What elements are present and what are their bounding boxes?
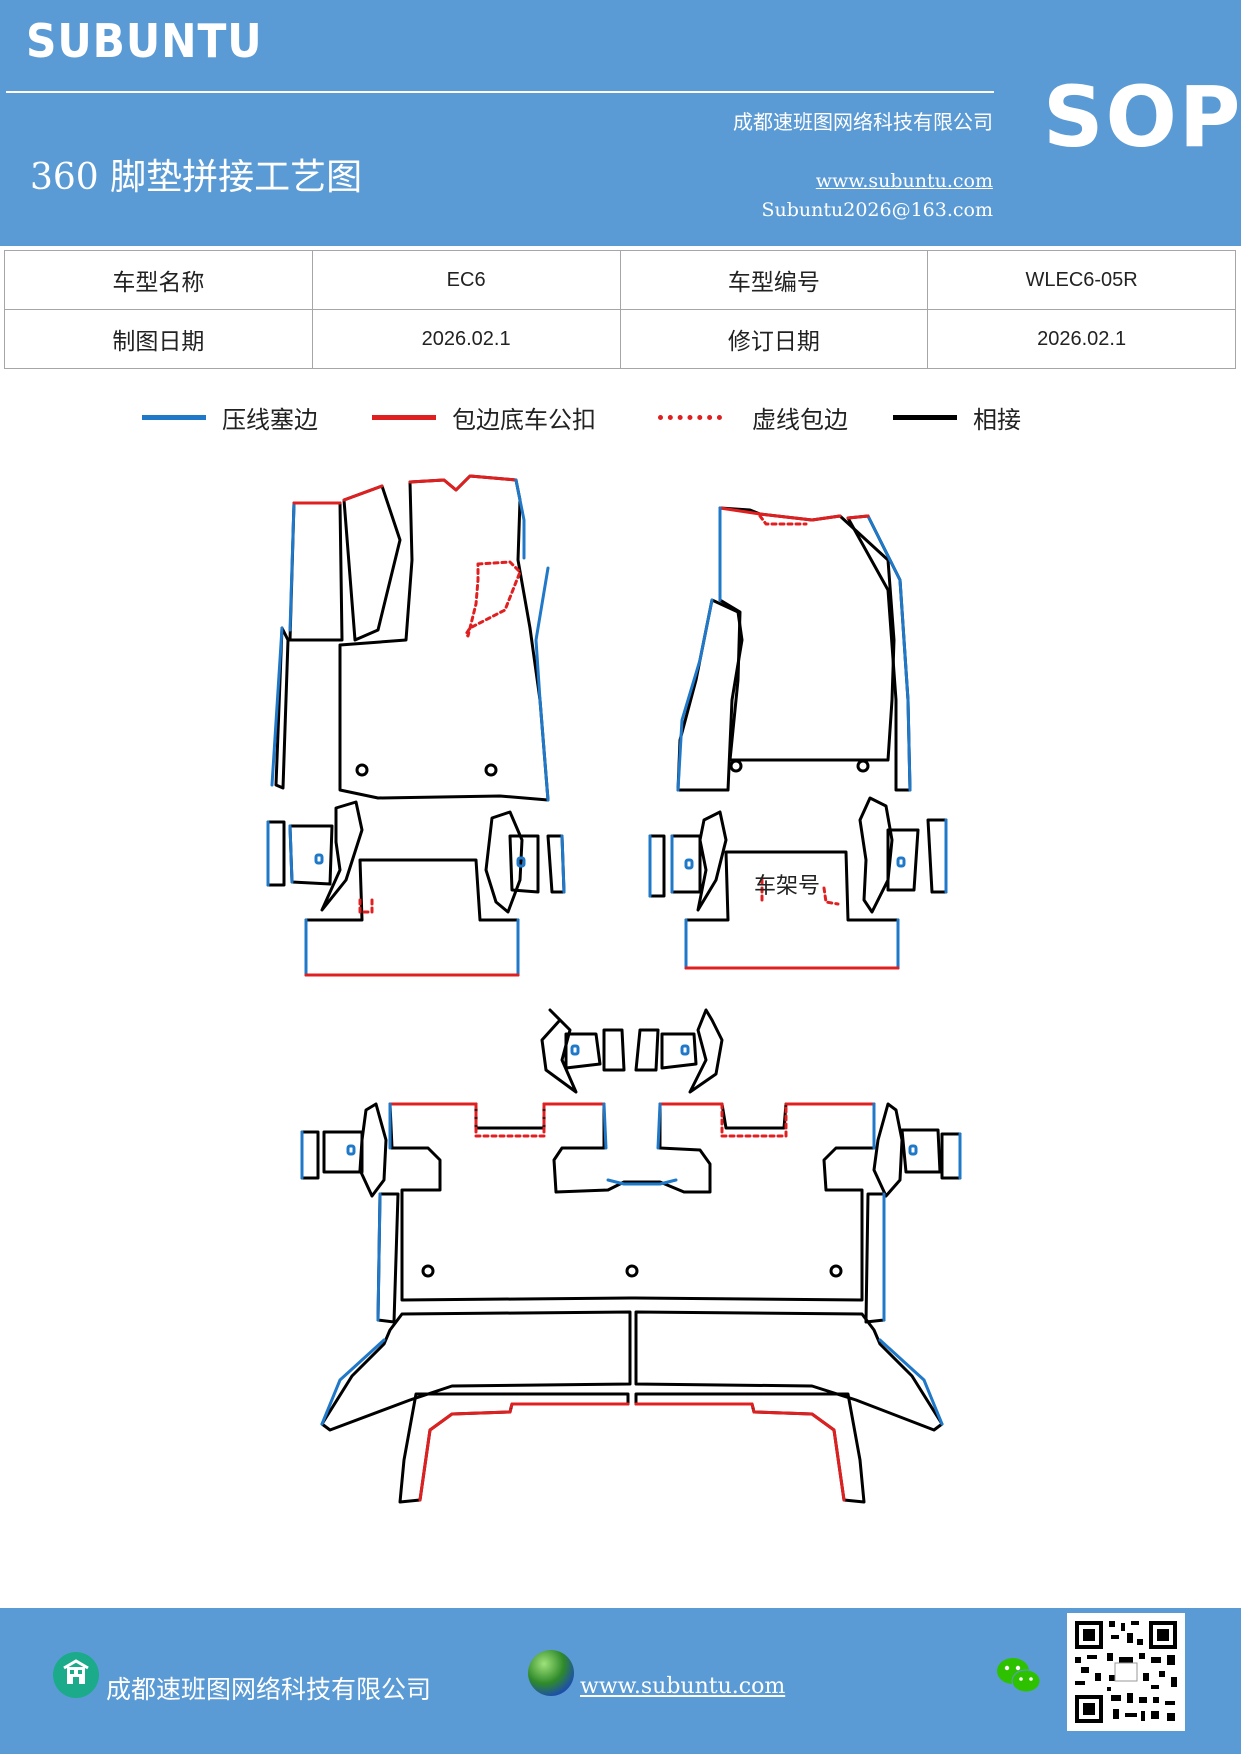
model-name-label: 车型名称 [4, 250, 313, 310]
vin-label: 车架号 [754, 874, 820, 899]
legend-swatch-black [893, 415, 957, 420]
footer-website-link[interactable]: www.subuntu.com [580, 1674, 786, 1699]
globe-icon [528, 1650, 574, 1696]
legend-swatch-red [372, 415, 436, 420]
legend-item: 虚线包边 [658, 400, 848, 435]
legend-label: 相接 [973, 406, 1021, 434]
qr-code [1067, 1613, 1185, 1731]
header-website-link[interactable]: www.subuntu.com [815, 170, 993, 192]
brand-logo: SUBUNTU [26, 14, 263, 68]
legend-item: 相接 [893, 400, 1021, 435]
header: SUBUNTU SOP 360 脚垫拼接工艺图 成都速班图网络科技有限公司 ww… [0, 0, 1241, 246]
header-company: 成都速班图网络科技有限公司 [733, 110, 993, 134]
revision-date-value: 2026.02.1 [927, 309, 1236, 369]
table-row: 车型名称 EC6 车型编号 WLEC6-05R [4, 250, 1236, 310]
legend-label: 压线塞边 [222, 406, 318, 434]
model-name-value: EC6 [311, 250, 621, 310]
footer: 成都速班图网络科技有限公司 www.subuntu.com [0, 1608, 1241, 1754]
info-table: 车型名称 EC6 车型编号 WLEC6-05R 制图日期 2026.02.1 修… [4, 250, 1236, 369]
doc-type: SOP [1043, 68, 1241, 166]
legend-label: 虚线包边 [752, 406, 848, 434]
table-row: 制图日期 2026.02.1 修订日期 2026.02.1 [4, 309, 1236, 369]
building-icon [53, 1652, 99, 1698]
front-left-mat [266, 474, 566, 977]
front-right-mat [648, 506, 948, 970]
model-code-label: 车型编号 [619, 250, 929, 310]
draw-date-value: 2026.02.1 [311, 309, 621, 369]
legend-item: 包边底车公扣 [372, 400, 596, 435]
legend: 压线塞边 包边底车公扣 虚线包边 相接 [0, 400, 1241, 440]
header-divider [6, 91, 994, 93]
header-email: Subuntu2026@163.com [761, 199, 993, 221]
floor-mat-diagram: 车架号 [266, 474, 962, 1504]
rear-mat [300, 1008, 962, 1504]
page-title: 360 脚垫拼接工艺图 [30, 157, 363, 198]
footer-company: 成都速班图网络科技有限公司 [106, 1675, 432, 1704]
legend-swatch-blue [142, 415, 206, 420]
model-code-value: WLEC6-05R [927, 250, 1236, 310]
legend-swatch-red-dotted [658, 415, 722, 420]
wechat-icon[interactable] [995, 1654, 1043, 1702]
revision-date-label: 修订日期 [619, 309, 929, 369]
legend-item: 压线塞边 [142, 400, 318, 435]
legend-label: 包边底车公扣 [452, 406, 596, 434]
draw-date-label: 制图日期 [4, 309, 313, 369]
